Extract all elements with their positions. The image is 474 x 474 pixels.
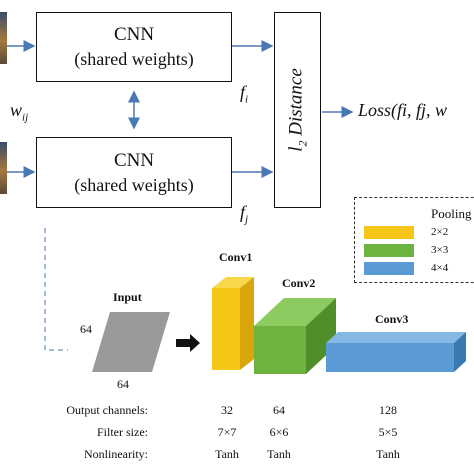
conv2-top	[254, 298, 336, 326]
conv2-side	[306, 298, 336, 374]
cnn-top-title: CNN	[113, 24, 155, 45]
feature-fi-label: fi	[240, 82, 249, 106]
cnn-bottom-subtitle: (shared weights)	[74, 174, 194, 195]
loss-label: Loss(fi, fj, w	[358, 100, 448, 120]
weight-label: wij	[10, 100, 29, 124]
l2-distance-box: l2 Distance	[274, 12, 321, 208]
input-width-label: 64	[117, 377, 129, 391]
legend-swatch-3x3	[364, 244, 414, 257]
input-image-bottom	[0, 142, 7, 194]
legend-title: Pooling	[431, 206, 472, 221]
cell-conv3-nonlinearity: Tanh	[376, 447, 400, 461]
cell-conv2-channels: 64	[273, 403, 285, 417]
legend-label-2x2: 2×2	[431, 226, 449, 238]
conv3-top	[326, 332, 466, 343]
row-label-nonlinearity: Nonlinearity:	[84, 447, 148, 461]
cell-conv1-channels: 32	[221, 403, 233, 417]
conv3-label: Conv3	[375, 312, 409, 326]
cnn-top-box: CNN (shared weights)	[36, 12, 232, 82]
cell-conv3-filter: 5×5	[378, 425, 398, 439]
cnn-bottom-title: CNN	[113, 149, 155, 171]
input-image-top	[0, 12, 7, 64]
row-label-output-channels: Output channels:	[66, 403, 148, 417]
input-height-label: 64	[80, 322, 92, 336]
conv2-front	[254, 326, 306, 374]
legend-swatch-4x4	[364, 262, 414, 275]
conv1-front	[212, 288, 240, 370]
conv3-side	[454, 332, 466, 372]
cell-conv2-nonlinearity: Tanh	[267, 447, 291, 461]
cell-conv1-filter: 7×7	[217, 425, 237, 439]
input-layer-shape	[92, 312, 170, 372]
cell-conv3-channels: 128	[379, 403, 397, 417]
legend-label-4x4: 4×4	[431, 262, 449, 274]
conv1-side	[240, 277, 254, 370]
cnn-bottom-box: CNN (shared weights)	[36, 137, 232, 208]
cell-conv2-filter: 6×6	[269, 425, 289, 439]
cnn-top-subtitle: (shared weights)	[74, 49, 194, 69]
pooling-legend: Pooling 2×2 3×3 4×4	[354, 197, 474, 283]
conv1-label: Conv1	[219, 250, 253, 264]
row-label-filter-size: Filter size:	[97, 425, 148, 439]
conv2-label: Conv2	[282, 276, 316, 290]
conv3-front	[326, 343, 454, 372]
legend-swatch-2x2	[364, 226, 414, 239]
legend-label-3x3: 3×3	[431, 244, 449, 256]
feature-fj-label: fj	[240, 202, 249, 226]
cell-conv1-nonlinearity: Tanh	[215, 447, 239, 461]
input-label: Input	[113, 290, 142, 304]
